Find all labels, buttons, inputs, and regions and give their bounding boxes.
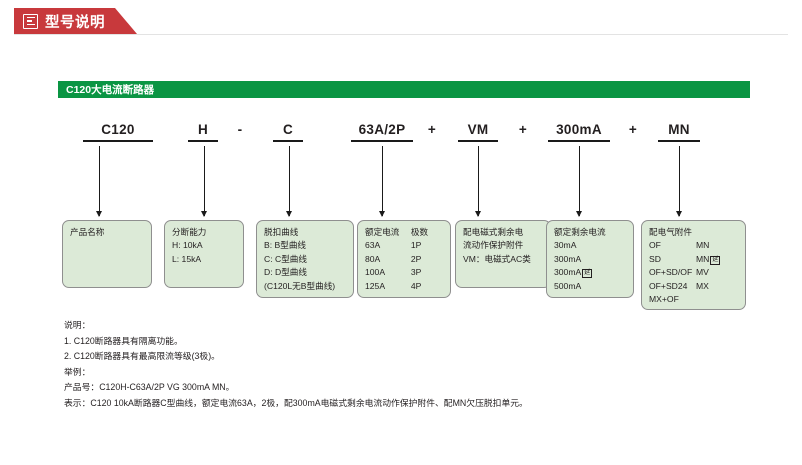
row-cell-left: 63A	[365, 240, 381, 251]
desc-box-title: 产品名称	[70, 227, 105, 237]
connector-arrow-7	[676, 146, 682, 217]
row-cell-left: 125A	[365, 280, 386, 291]
desc-box-line: 300mA	[554, 253, 582, 264]
row-cell-right	[696, 293, 730, 306]
desc-box-title: 脱扣曲线	[264, 227, 299, 237]
page-tab-header: 型号说明	[14, 8, 137, 34]
col-header: 额定电流	[365, 227, 400, 237]
code-token-: +	[628, 122, 638, 137]
desc-box-product-name: 产品名称	[62, 220, 152, 288]
desc-box-title: 配电气附件	[649, 227, 692, 237]
notes-block: 说明： 1. C120断路器具有隔离功能。 2. C120断路器具有最高限流等级(3…	[64, 318, 528, 412]
desc-box-col-headers: 额定电流极数	[365, 226, 444, 239]
desc-box-breaking-capacity: 分断能力 H: 10kA L: 15kA	[164, 220, 244, 288]
note-line-1: 说明：	[64, 320, 91, 330]
row-cell-right: MV	[696, 267, 709, 278]
note-line-6: 表示：C120 10kA断路器C型曲线，额定电流63A，2极，配300mA电磁式…	[64, 397, 528, 408]
col-header: 极数	[410, 227, 429, 237]
row-cell-left: OF	[649, 240, 661, 251]
desc-box-row: 80A 2P	[365, 253, 444, 266]
desc-box-line: H: 10kA	[172, 240, 203, 251]
connector-arrow-1	[96, 146, 102, 217]
desc-box-row: 100A 3P	[365, 266, 444, 279]
desc-box-title: 额定剩余电流	[554, 227, 606, 237]
code-token-MN: MN	[658, 122, 700, 142]
model-code-row: C120 H - C 63A/2P + VM +300mA + MN	[58, 122, 758, 144]
header-divider	[14, 34, 788, 35]
delayed-current-value: 300mA	[554, 267, 582, 278]
row-cell-left: 80A	[365, 253, 381, 264]
code-token-63A2P: 63A/2P	[351, 122, 413, 142]
code-token-: +	[518, 122, 528, 137]
desc-box-line: 500mA	[554, 280, 582, 291]
document-list-icon	[23, 13, 38, 29]
row-cell-right: 2P	[410, 253, 422, 264]
code-token-: +	[427, 122, 437, 137]
tab-shape[interactable]: 型号说明	[14, 8, 115, 34]
desc-box-line: VM：电磁式AC类	[463, 253, 531, 264]
row-cell-right: 1P	[410, 240, 422, 251]
desc-box-line: L: 15kA	[172, 253, 202, 264]
note-line-4: 举例：	[64, 366, 91, 377]
code-token-: -	[237, 122, 243, 137]
desc-box-line: 流动作保护附件	[463, 240, 524, 251]
connector-arrow-6	[576, 146, 582, 217]
desc-box-line: (C120L无B型曲线)	[264, 280, 336, 291]
desc-box-tripping-curve: 脱扣曲线 B: B型曲线 C: C型曲线 D: D型曲线 (C120L无B型曲线)	[256, 220, 354, 298]
desc-box-row: OF+SD24 MX	[649, 280, 739, 293]
code-token-VM: VM	[458, 122, 498, 142]
desc-box-row: 63A 1P	[365, 239, 444, 252]
row-cell-left: SD	[649, 253, 661, 264]
row-cell-right: MN	[696, 240, 710, 251]
row-cell-right: 4P	[410, 280, 422, 291]
row-cell-right: MX	[696, 280, 709, 291]
code-token-300mA: 300mA	[548, 122, 610, 142]
connector-arrow-2	[201, 146, 207, 217]
delayed-badge: 延	[710, 255, 721, 265]
row-cell-left: 100A	[365, 267, 386, 278]
note-line-3: 2. C120断路器具有最高限流等级(3极)。	[64, 351, 220, 362]
tab-slant-decor	[115, 8, 137, 34]
desc-box-line: B: B型曲线	[264, 240, 307, 251]
row-cell-left: OF+SD/OF	[649, 267, 693, 278]
desc-box-line: 30mA	[554, 240, 577, 251]
section-title: C120大电流断路器	[66, 84, 155, 96]
connector-arrow-3	[286, 146, 292, 217]
row-cell-left: MX+OF	[649, 294, 679, 305]
desc-box-line: D: D型曲线	[264, 267, 307, 278]
delayed-badge: 延	[582, 269, 593, 279]
section-header-bar: C120大电流断路器	[58, 81, 750, 98]
code-token-C120: C120	[83, 122, 153, 142]
desc-box-residual-current-accessory: 配电磁式剩余电流动作保护附件 VM：电磁式AC类	[455, 220, 551, 288]
code-token-H: H	[188, 122, 218, 142]
code-token-C: C	[273, 122, 303, 142]
desc-box-title: 分断能力	[172, 227, 207, 237]
desc-box-line: C: C型曲线	[264, 253, 307, 264]
desc-box-line: 配电磁式剩余电	[463, 227, 524, 237]
row-cell-right: 3P	[410, 267, 422, 278]
desc-box-row: OF MN	[649, 239, 739, 252]
row-cell-left: OF+SD24	[649, 280, 688, 291]
connector-arrow-4	[379, 146, 385, 217]
page-title: 型号说明	[45, 14, 105, 31]
note-line-2: 1. C120断路器具有隔离功能。	[64, 335, 183, 346]
note-line-5: 产品号：C120H-C63A/2P VG 300mA MN。	[64, 382, 235, 393]
desc-box-row: MX+OF	[649, 293, 739, 306]
desc-box-row: 125A 4P	[365, 280, 444, 293]
connector-arrow-5	[475, 146, 481, 217]
